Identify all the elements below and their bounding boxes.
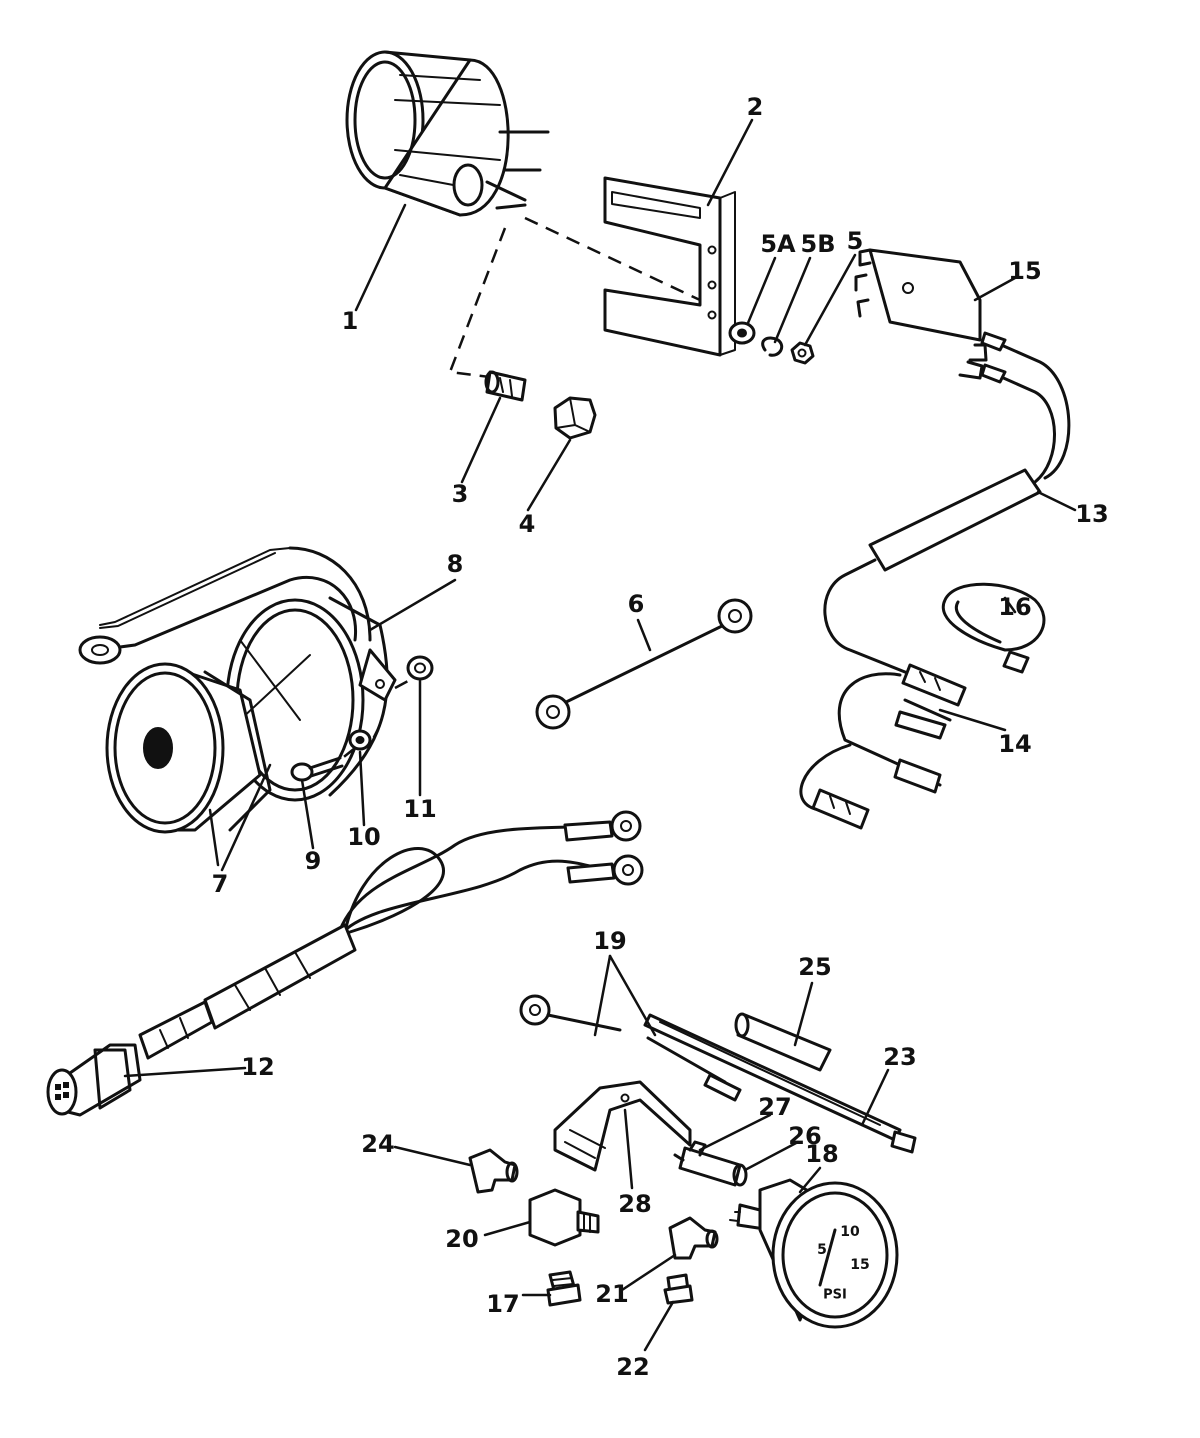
callout-18: 18 [805, 1140, 838, 1168]
callout-22: 22 [616, 1353, 649, 1381]
callout-17: 17 [486, 1290, 519, 1318]
callout-5B: 5B [801, 230, 836, 258]
callout-labels: 1 2 3 4 5A 5B 5 6 7 8 9 10 11 12 13 14 1… [212, 93, 1109, 1381]
part-26-switch [673, 1140, 748, 1187]
part-4-knob [553, 396, 597, 440]
callout-5: 5 [847, 227, 864, 255]
callout-9: 9 [305, 847, 322, 875]
callout-11: 11 [403, 795, 436, 823]
part-16-cable-tie [941, 582, 1046, 674]
part-21-elbow [668, 1216, 719, 1260]
part-15-heatsink [854, 248, 988, 380]
callout-23: 23 [883, 1043, 916, 1071]
callout-7: 7 [212, 870, 229, 898]
gauge-unit: PSI [823, 1288, 847, 1303]
part-2-bracket [603, 176, 736, 357]
callout-2: 2 [747, 93, 764, 121]
callout-25: 25 [798, 953, 831, 981]
part-5-nut [790, 341, 815, 365]
callout-24: 24 [361, 1130, 394, 1158]
callout-8: 8 [447, 550, 464, 578]
part-5A-washer [728, 321, 756, 345]
part-22-plug [663, 1273, 694, 1305]
part-25-sleeve [734, 1012, 832, 1072]
gauge-scale-right: 15 [850, 1257, 869, 1273]
part-10-lockwasher [348, 729, 372, 751]
part-18-pressure-gauge: 5 10 15 PSI [729, 1178, 899, 1329]
callout-1: 1 [342, 307, 359, 335]
leader-lines [123, 118, 1077, 1352]
part-28-bracket [553, 1080, 692, 1172]
callout-26: 26 [788, 1122, 821, 1150]
callout-4: 4 [519, 510, 536, 538]
gauge-scale-top: 10 [840, 1224, 860, 1240]
callout-14: 14 [998, 730, 1031, 758]
part-24-elbow [468, 1148, 519, 1194]
part-5B-lockwasher [761, 336, 784, 357]
callout-19: 19 [593, 927, 626, 955]
part-3-connector [484, 370, 527, 402]
callout-21: 21 [595, 1280, 628, 1308]
callout-10: 10 [347, 823, 380, 851]
callout-12: 12 [241, 1053, 274, 1081]
assembly-line-clamp [339, 678, 411, 761]
part-20-fitting [528, 1188, 600, 1247]
part-11-washer [406, 655, 434, 681]
gauge-scale-left: 5 [817, 1242, 827, 1258]
part-6-ground-lead [535, 598, 753, 730]
part-1-gauge [345, 50, 550, 217]
callout-16: 16 [998, 593, 1031, 621]
callout-20: 20 [445, 1225, 478, 1253]
callout-13: 13 [1075, 500, 1108, 528]
callout-3: 3 [452, 480, 469, 508]
callout-15: 15 [1008, 257, 1041, 285]
part-13-harness [823, 331, 1071, 680]
part-19-lead [519, 994, 742, 1102]
callout-27: 27 [758, 1093, 791, 1121]
callout-6: 6 [628, 590, 645, 618]
callout-5A: 5A [760, 230, 796, 258]
assembly-line-bracket [524, 216, 701, 302]
part-7-housing [105, 662, 272, 834]
assembly-line-connector [448, 227, 507, 380]
part-17-plug [546, 1270, 582, 1307]
part-14-lead [799, 663, 967, 830]
callout-28: 28 [618, 1190, 651, 1218]
part-12-harness [46, 810, 644, 1117]
